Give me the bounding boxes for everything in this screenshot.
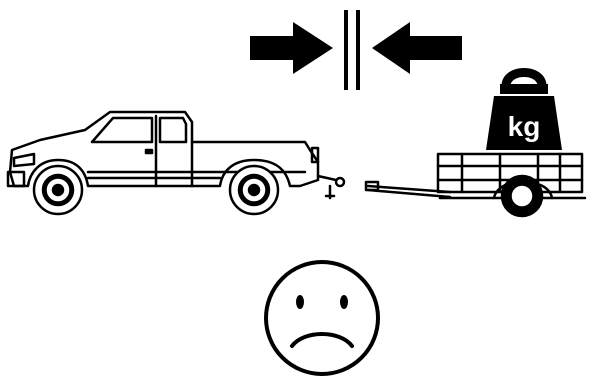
sad-face-icon [264, 260, 380, 376]
truck-headlight [12, 152, 36, 168]
face-frown [290, 332, 354, 348]
weight-icon: kg [486, 68, 562, 150]
pickup-truck-icon [6, 110, 346, 216]
truck-door-handle [144, 148, 154, 155]
truck-window-rear [158, 116, 188, 144]
weight-unit-label: kg [508, 111, 541, 142]
right-arrow [372, 22, 462, 74]
truck-front-wheel [32, 164, 84, 216]
truck-tail-light [310, 146, 320, 164]
face-right-eye [340, 295, 348, 309]
face-outline [264, 260, 380, 376]
trailer-icon [364, 152, 587, 218]
truck-bumper [6, 170, 26, 188]
weight-cap [500, 84, 548, 94]
trailer-wheel [500, 174, 544, 218]
truck-rear-wheel [228, 164, 280, 216]
trailer-coupler [364, 180, 380, 192]
trailer-tongue [366, 184, 452, 194]
face-left-eye [296, 295, 304, 309]
trailer-tongue-lower [366, 188, 452, 199]
truck-window-front [90, 116, 154, 144]
weight-handle [501, 68, 547, 87]
compression-arrows-icon [250, 10, 462, 90]
tow-hitch [316, 174, 346, 200]
weight-body [486, 96, 562, 150]
left-arrow [250, 22, 333, 74]
